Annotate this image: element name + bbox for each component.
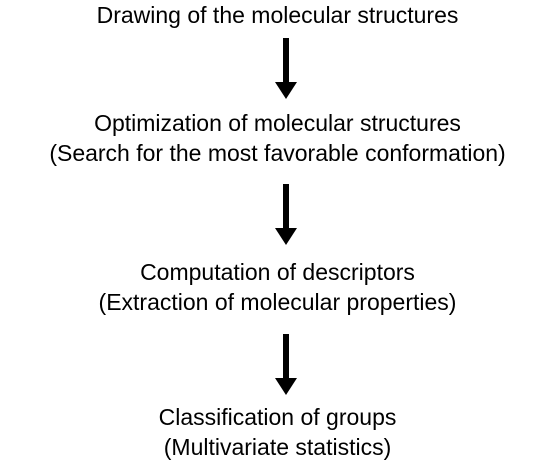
step-optimization: Optimization of molecular structures (Se… bbox=[0, 108, 555, 168]
down-arrow-icon bbox=[275, 38, 297, 99]
down-arrow-icon bbox=[275, 334, 297, 395]
step-title: Computation of descriptors bbox=[140, 259, 415, 285]
down-arrow-icon bbox=[275, 184, 297, 245]
step-computation-descriptors: Computation of descriptors (Extraction o… bbox=[0, 257, 555, 317]
step-classification: Classification of groups (Multivariate s… bbox=[0, 402, 555, 462]
step-title: Drawing of the molecular structures bbox=[96, 2, 459, 28]
step-subtitle: (Multivariate statistics) bbox=[163, 434, 392, 460]
step-subtitle: (Search for the most favorable conformat… bbox=[49, 140, 506, 166]
step-subtitle: (Extraction of molecular properties) bbox=[98, 289, 457, 315]
step-title: Classification of groups bbox=[158, 404, 397, 430]
step-title: Optimization of molecular structures bbox=[94, 110, 461, 136]
step-drawing-structures: Drawing of the molecular structures bbox=[0, 0, 555, 30]
